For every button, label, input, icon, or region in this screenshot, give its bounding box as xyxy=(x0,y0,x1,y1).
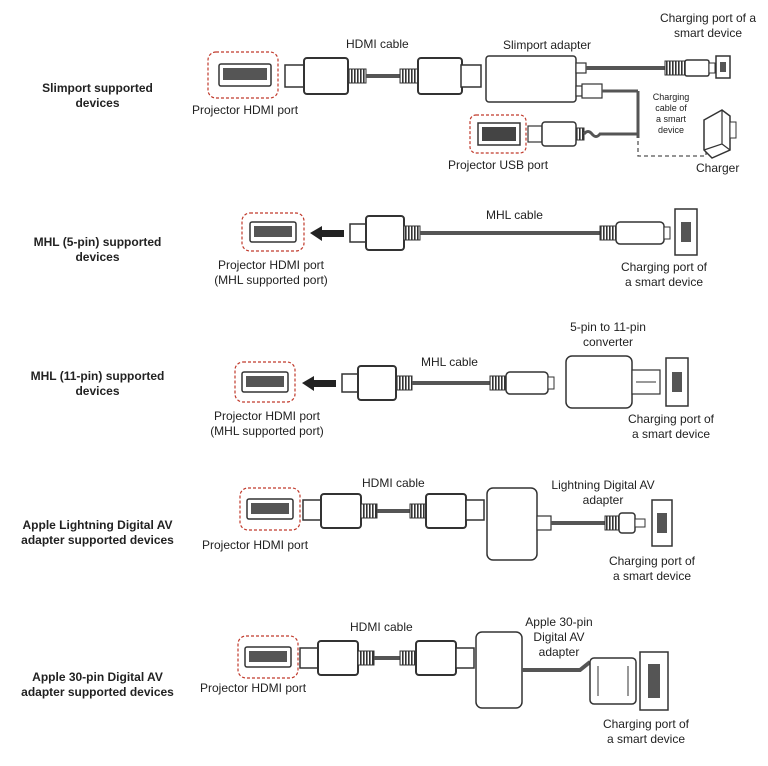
label-projector-hdmi-port: Projector HDMI port(MHL supported port) xyxy=(214,258,328,287)
slimport-adapter xyxy=(485,55,731,138)
row-30pin xyxy=(237,631,669,711)
30pin-adapter xyxy=(475,631,669,711)
row-mhl-11pin xyxy=(234,355,689,409)
arrow-icon xyxy=(310,226,344,241)
converter xyxy=(565,355,689,409)
label-slimport-adapter: Slimport adapter xyxy=(503,38,592,52)
label-mhl-cable: MHL cable xyxy=(486,208,543,222)
projector-hdmi-port xyxy=(237,635,299,679)
hdmi-cable xyxy=(299,640,475,676)
label-projector-hdmi-port: Projector HDMI port xyxy=(200,681,307,695)
projector-hdmi-port xyxy=(241,212,305,252)
label-projector-hdmi-port: Projector HDMI port(MHL supported port) xyxy=(210,409,324,438)
label-projector-hdmi-port: Projector HDMI port xyxy=(192,103,299,117)
projector-hdmi-port xyxy=(207,51,279,99)
label-hdmi-cable: HDMI cable xyxy=(346,37,409,51)
label-hdmi-cable: HDMI cable xyxy=(362,476,425,490)
mhl-cable xyxy=(341,365,555,401)
label-mhl-cable: MHL cable xyxy=(421,355,478,369)
label-projector-usb-port: Projector USB port xyxy=(448,158,549,172)
arrow-icon xyxy=(302,376,336,391)
mhl-cable xyxy=(349,208,698,256)
projector-hdmi-port xyxy=(234,361,296,403)
row-mhl-5pin xyxy=(241,208,698,256)
hdmi-cable xyxy=(302,493,485,529)
label-charger: Charger xyxy=(696,161,740,175)
row-lightning xyxy=(239,487,673,561)
hdmi-cable xyxy=(284,57,482,95)
label-hdmi-cable: HDMI cable xyxy=(350,620,413,634)
charger xyxy=(637,109,737,159)
usb-cable xyxy=(469,114,638,154)
label-projector-hdmi-port: Projector HDMI port xyxy=(202,538,309,552)
row-slimport xyxy=(207,51,737,159)
projector-hdmi-port xyxy=(239,487,301,531)
lightning-adapter xyxy=(486,487,673,561)
